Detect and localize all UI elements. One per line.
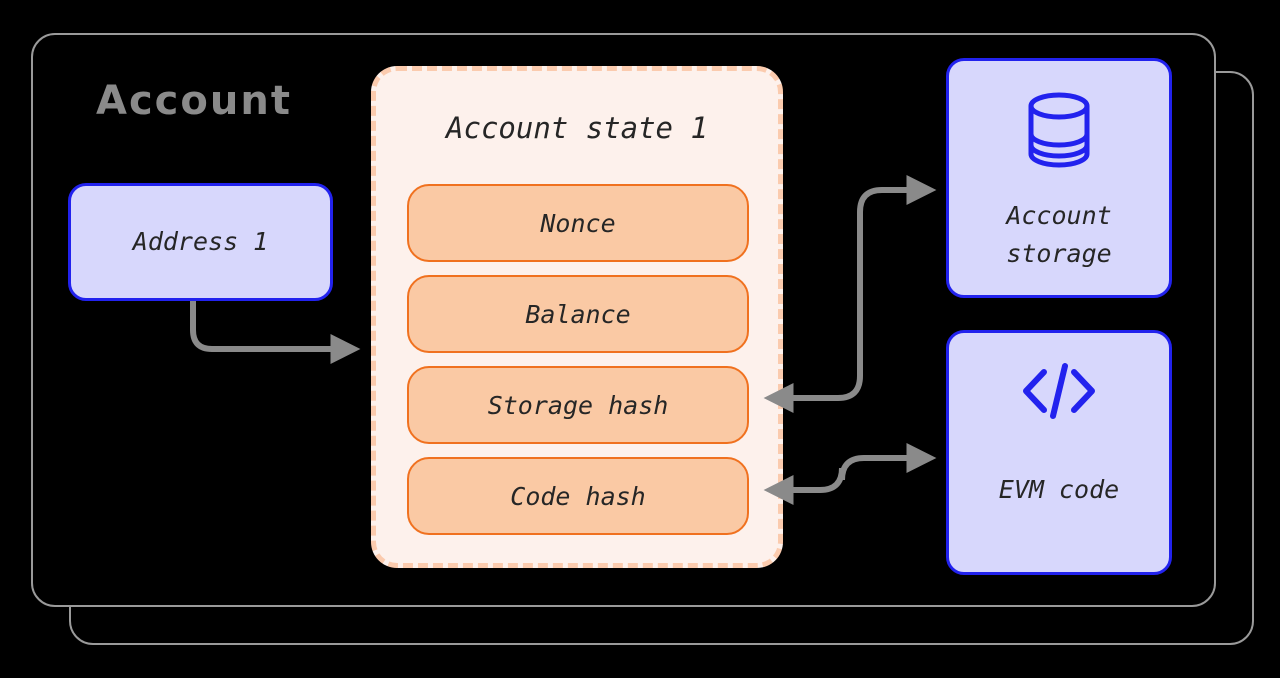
account-storage-panel[interactable]: Account storage xyxy=(946,58,1172,298)
field-nonce-label: Nonce xyxy=(540,208,616,238)
account-state-box: Account state 1 Nonce Balance Storage ha… xyxy=(371,66,783,568)
field-nonce[interactable]: Nonce xyxy=(407,184,749,262)
account-state-title: Account state 1 xyxy=(446,111,708,145)
address-box[interactable]: Address 1 xyxy=(68,183,333,301)
page-title: Account xyxy=(96,78,292,124)
account-storage-label: Account storage xyxy=(1006,201,1112,268)
field-balance[interactable]: Balance xyxy=(407,275,749,353)
field-balance-label: Balance xyxy=(525,299,631,329)
code-brackets-icon xyxy=(949,363,1169,419)
evm-code-panel[interactable]: EVM code xyxy=(946,330,1172,575)
field-code-hash[interactable]: Code hash xyxy=(407,457,749,535)
field-storage-hash[interactable]: Storage hash xyxy=(407,366,749,444)
field-code-hash-label: Code hash xyxy=(510,481,646,511)
evm-code-label: EVM code xyxy=(998,475,1120,504)
address-label: Address 1 xyxy=(132,227,269,257)
field-storage-hash-label: Storage hash xyxy=(487,390,669,420)
database-icon xyxy=(949,89,1169,171)
